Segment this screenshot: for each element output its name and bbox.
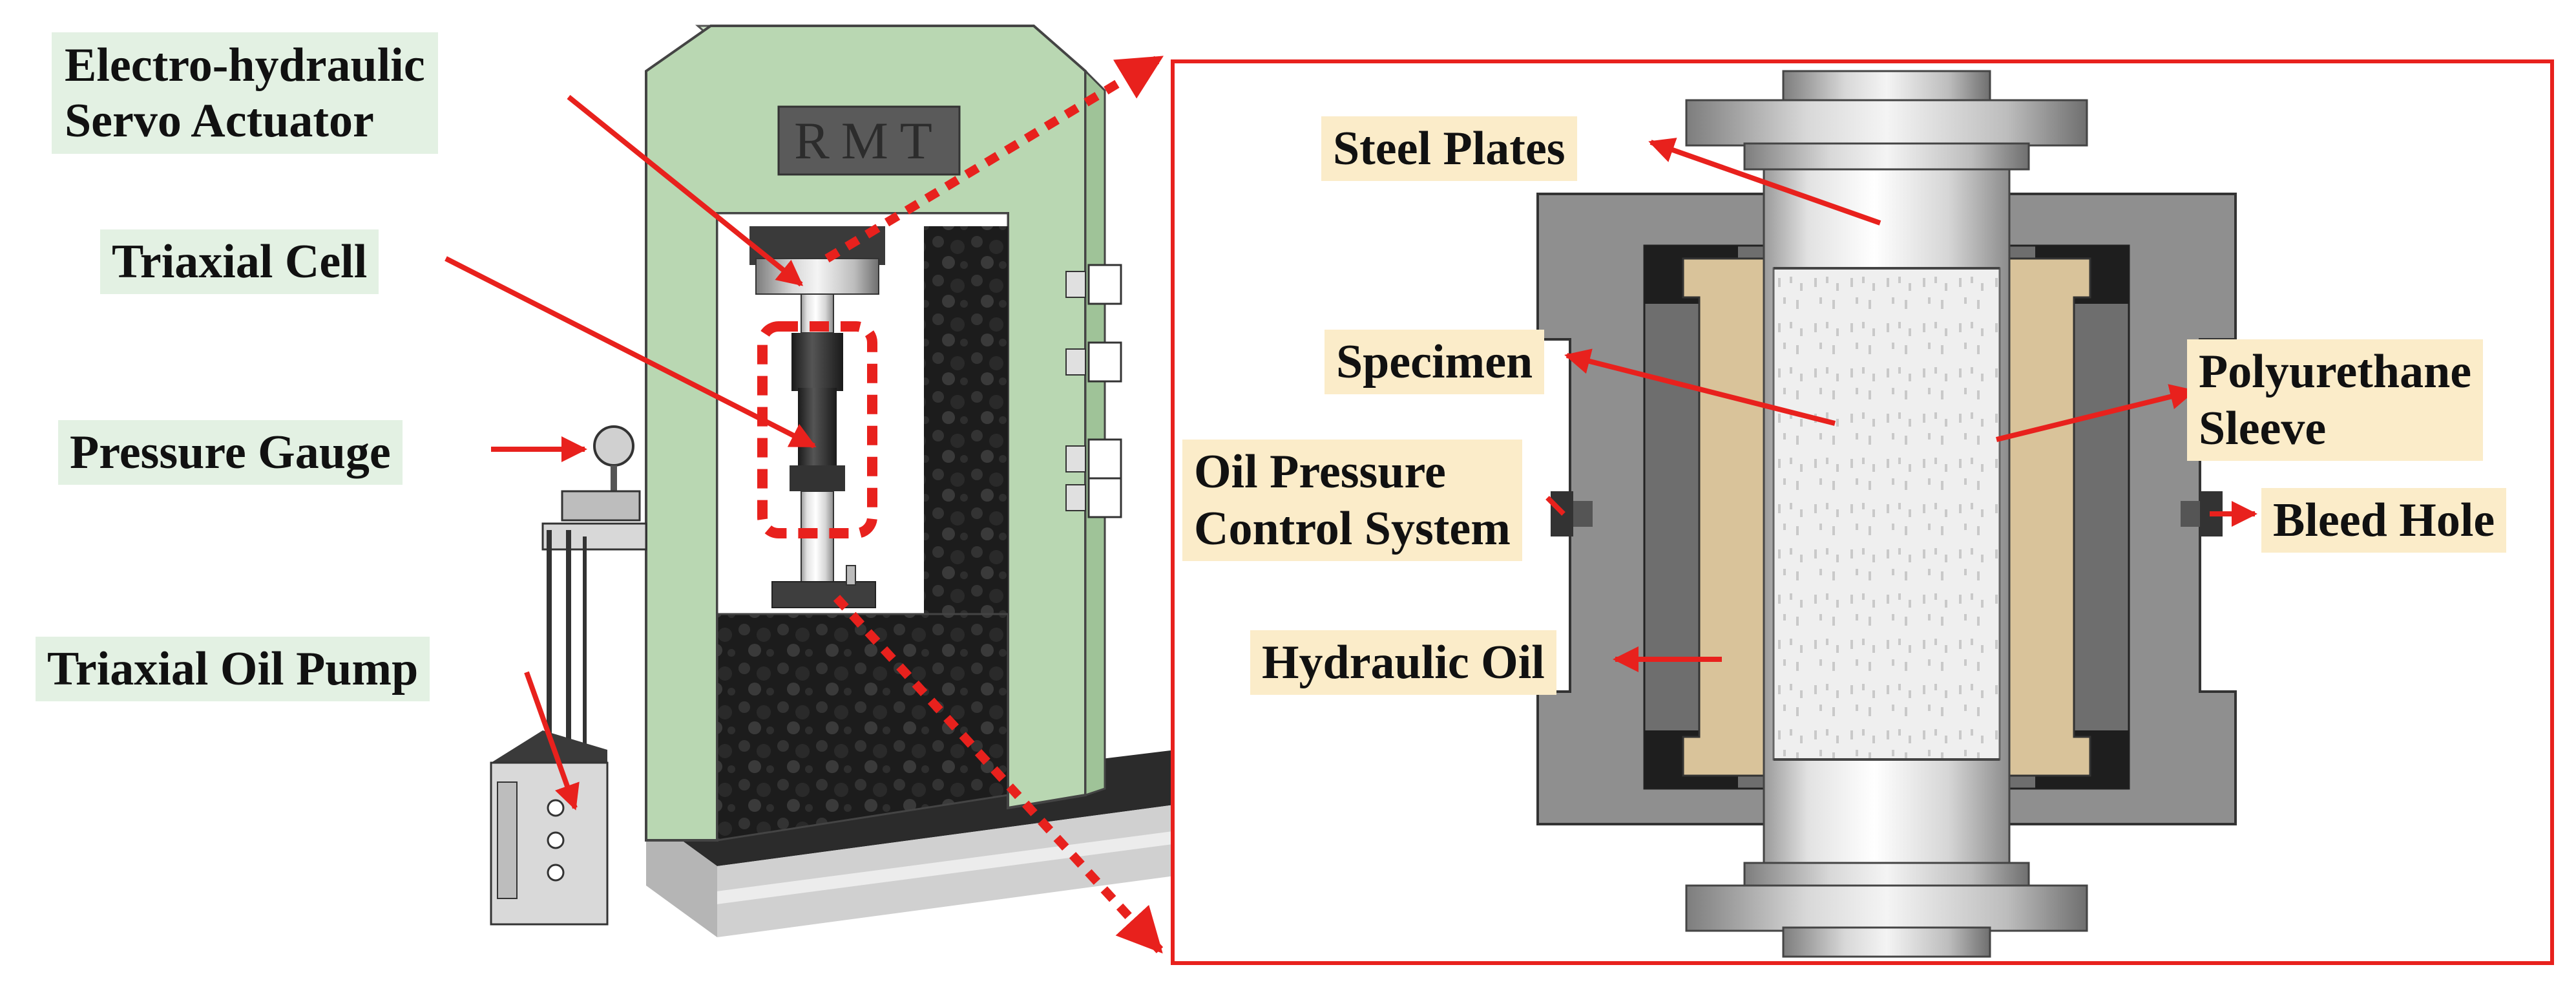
actuator-arrow — [567, 94, 804, 287]
top-plate-cap — [1782, 70, 1991, 105]
cell-cross-section — [1171, 59, 2554, 965]
brand-plate — [777, 105, 961, 176]
oil-control-arrow — [1545, 496, 1565, 516]
actuator-label: Electro-hydraulic Servo Actuator — [52, 32, 438, 154]
oil-pump-assembly — [490, 530, 609, 926]
sleeve-arrow — [1996, 384, 2196, 442]
triaxial-cell-highlight — [757, 321, 877, 538]
brand-plate-text: RMT — [794, 111, 944, 170]
zoom-line-top — [824, 54, 1164, 262]
specimen-label: Specimen — [1325, 330, 1545, 394]
sleeve-label: Polyurethane Sleeve — [2187, 339, 2484, 461]
pressure-gauge-assembly — [541, 425, 647, 551]
control-boxes — [1065, 264, 1122, 518]
top-steel-plate — [1685, 99, 2088, 147]
actuator-label-line1: Electro-hydraulic — [65, 39, 425, 92]
triaxial-cell-arrow — [445, 256, 817, 449]
oil-control-label-line2: Control System — [1194, 502, 1511, 555]
bleed-hole-label: Bleed Hole — [2261, 488, 2507, 553]
oil-pump-label: Triaxial Oil Pump — [36, 637, 430, 701]
specimen-arrow — [1564, 348, 1836, 426]
testing-machine: RMT — [445, 25, 1247, 937]
zoom-line-bottom — [833, 595, 1164, 954]
bottom-steel-plate — [1685, 884, 2088, 932]
oil-inlet-fitting — [1551, 491, 1593, 536]
actuator-label-line2: Servo Actuator — [65, 94, 374, 147]
sleeve-label-line2: Sleeve — [2199, 402, 2327, 455]
hydraulic-oil-label: Hydraulic Oil — [1250, 630, 1556, 695]
specimen-core — [1772, 267, 2001, 761]
steel-plates-label: Steel Plates — [1321, 116, 1577, 181]
machine-frame — [645, 25, 1106, 842]
oil-pump-arrow — [524, 671, 580, 811]
pressure-gauge-label: Pressure Gauge — [58, 420, 403, 485]
sleeve-label-line1: Polyurethane — [2199, 345, 2472, 398]
oil-control-label: Oil Pressure Control System — [1182, 440, 1522, 561]
oil-control-label-line1: Oil Pressure — [1194, 445, 1446, 498]
steel-plates-arrow — [1648, 138, 1881, 226]
triaxial-cell-label: Triaxial Cell — [100, 229, 379, 294]
